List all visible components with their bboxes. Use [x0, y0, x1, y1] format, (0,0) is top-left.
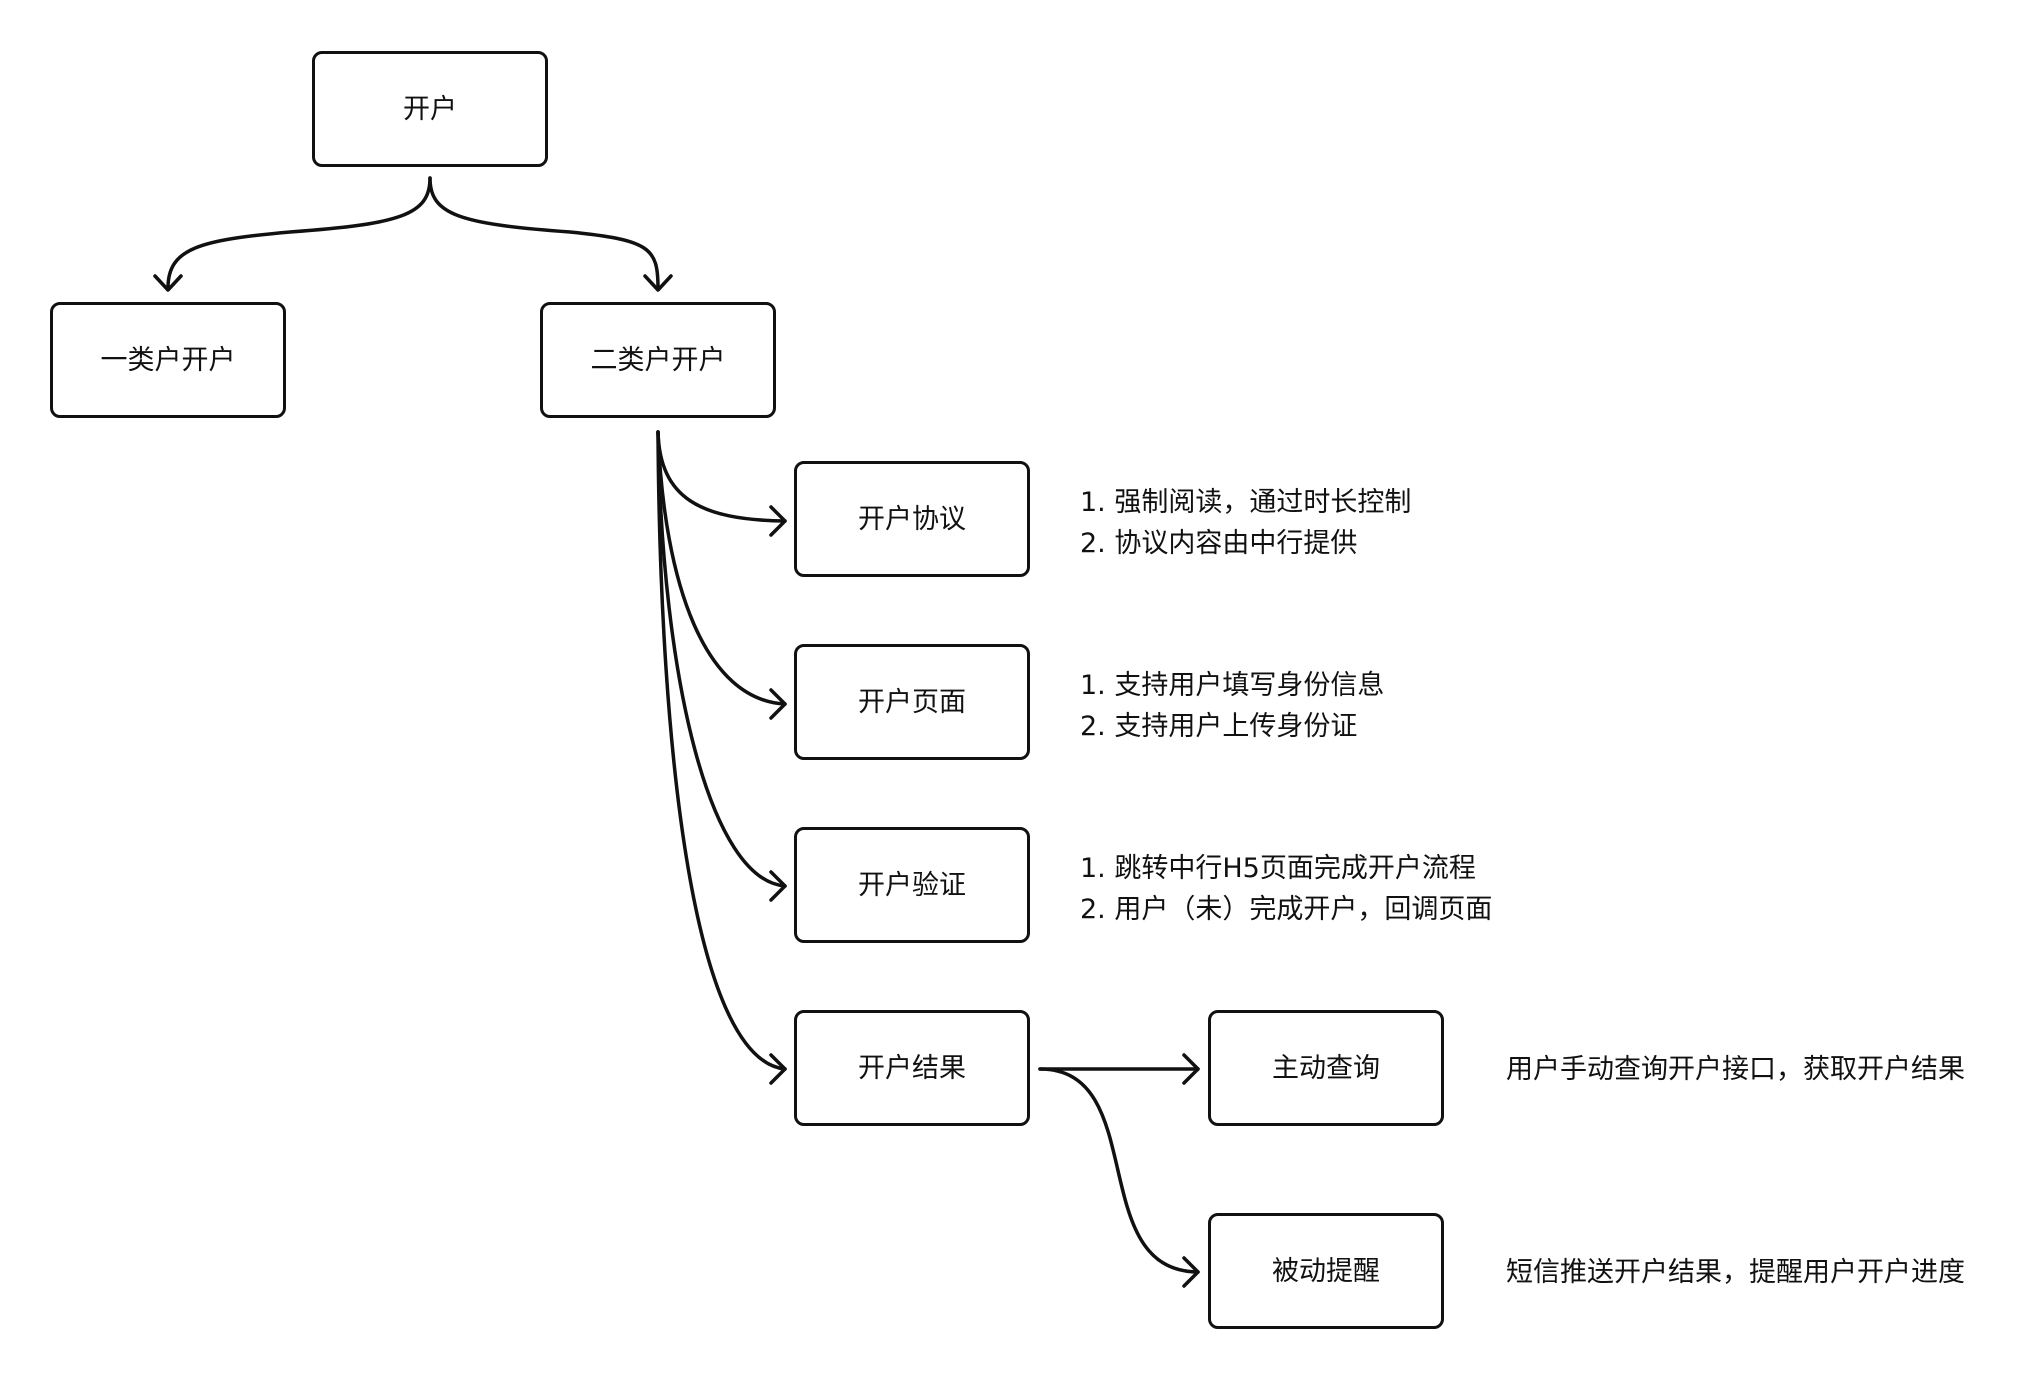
node-open-account: 开户: [312, 51, 548, 167]
note-account-page: 1. 支持用户填写身份信息 2. 支持用户上传身份证: [1080, 665, 1384, 747]
note-passive-remind: 短信推送开户结果，提醒用户开户进度: [1506, 1257, 1965, 1288]
note-line: 2. 支持用户上传身份证: [1080, 711, 1358, 742]
arrowhead-passive: [1182, 1256, 1200, 1288]
arrowhead-verify: [769, 870, 787, 902]
edge-class2-to-result: [656, 430, 787, 1071]
note-line: 1. 支持用户填写身份信息: [1080, 670, 1385, 701]
arrowhead-page: [769, 688, 787, 720]
node-verification: 开户验证: [794, 827, 1030, 943]
note-line: 1. 跳转中行H5页面完成开户流程: [1080, 853, 1476, 884]
note-active-query: 用户手动查询开户接口，获取开户结果: [1506, 1054, 1965, 1085]
arrowhead-class1: [153, 274, 183, 292]
arrowhead-agreement: [769, 505, 787, 537]
arrowhead-active: [1182, 1053, 1200, 1085]
edge-root-to-class1: [166, 176, 432, 290]
node-class2-account: 二类户开户: [540, 302, 776, 418]
node-account-page: 开户页面: [794, 644, 1030, 760]
node-agreement: 开户协议: [794, 461, 1030, 577]
node-active-query: 主动查询: [1208, 1010, 1444, 1126]
node-passive-remind: 被动提醒: [1208, 1213, 1444, 1329]
edge-class2-to-page: [656, 430, 787, 706]
node-result: 开户结果: [794, 1010, 1030, 1126]
arrowhead-class2: [643, 274, 673, 292]
note-line: 1. 强制阅读，通过时长控制: [1080, 487, 1412, 518]
edge-class2-to-verify: [656, 430, 787, 888]
edge-class2-to-agreement: [656, 430, 787, 523]
note-agreement: 1. 强制阅读，通过时长控制 2. 协议内容由中行提供: [1080, 482, 1411, 564]
edge-result-to-passive: [1038, 1067, 1200, 1274]
note-line: 2. 用户（未）完成开户，回调页面: [1080, 894, 1493, 925]
edge-root-to-class2: [428, 176, 660, 290]
node-class1-account: 一类户开户: [50, 302, 286, 418]
note-line: 2. 协议内容由中行提供: [1080, 528, 1358, 559]
arrowhead-result: [769, 1053, 787, 1085]
note-verification: 1. 跳转中行H5页面完成开户流程 2. 用户（未）完成开户，回调页面: [1080, 848, 1492, 930]
